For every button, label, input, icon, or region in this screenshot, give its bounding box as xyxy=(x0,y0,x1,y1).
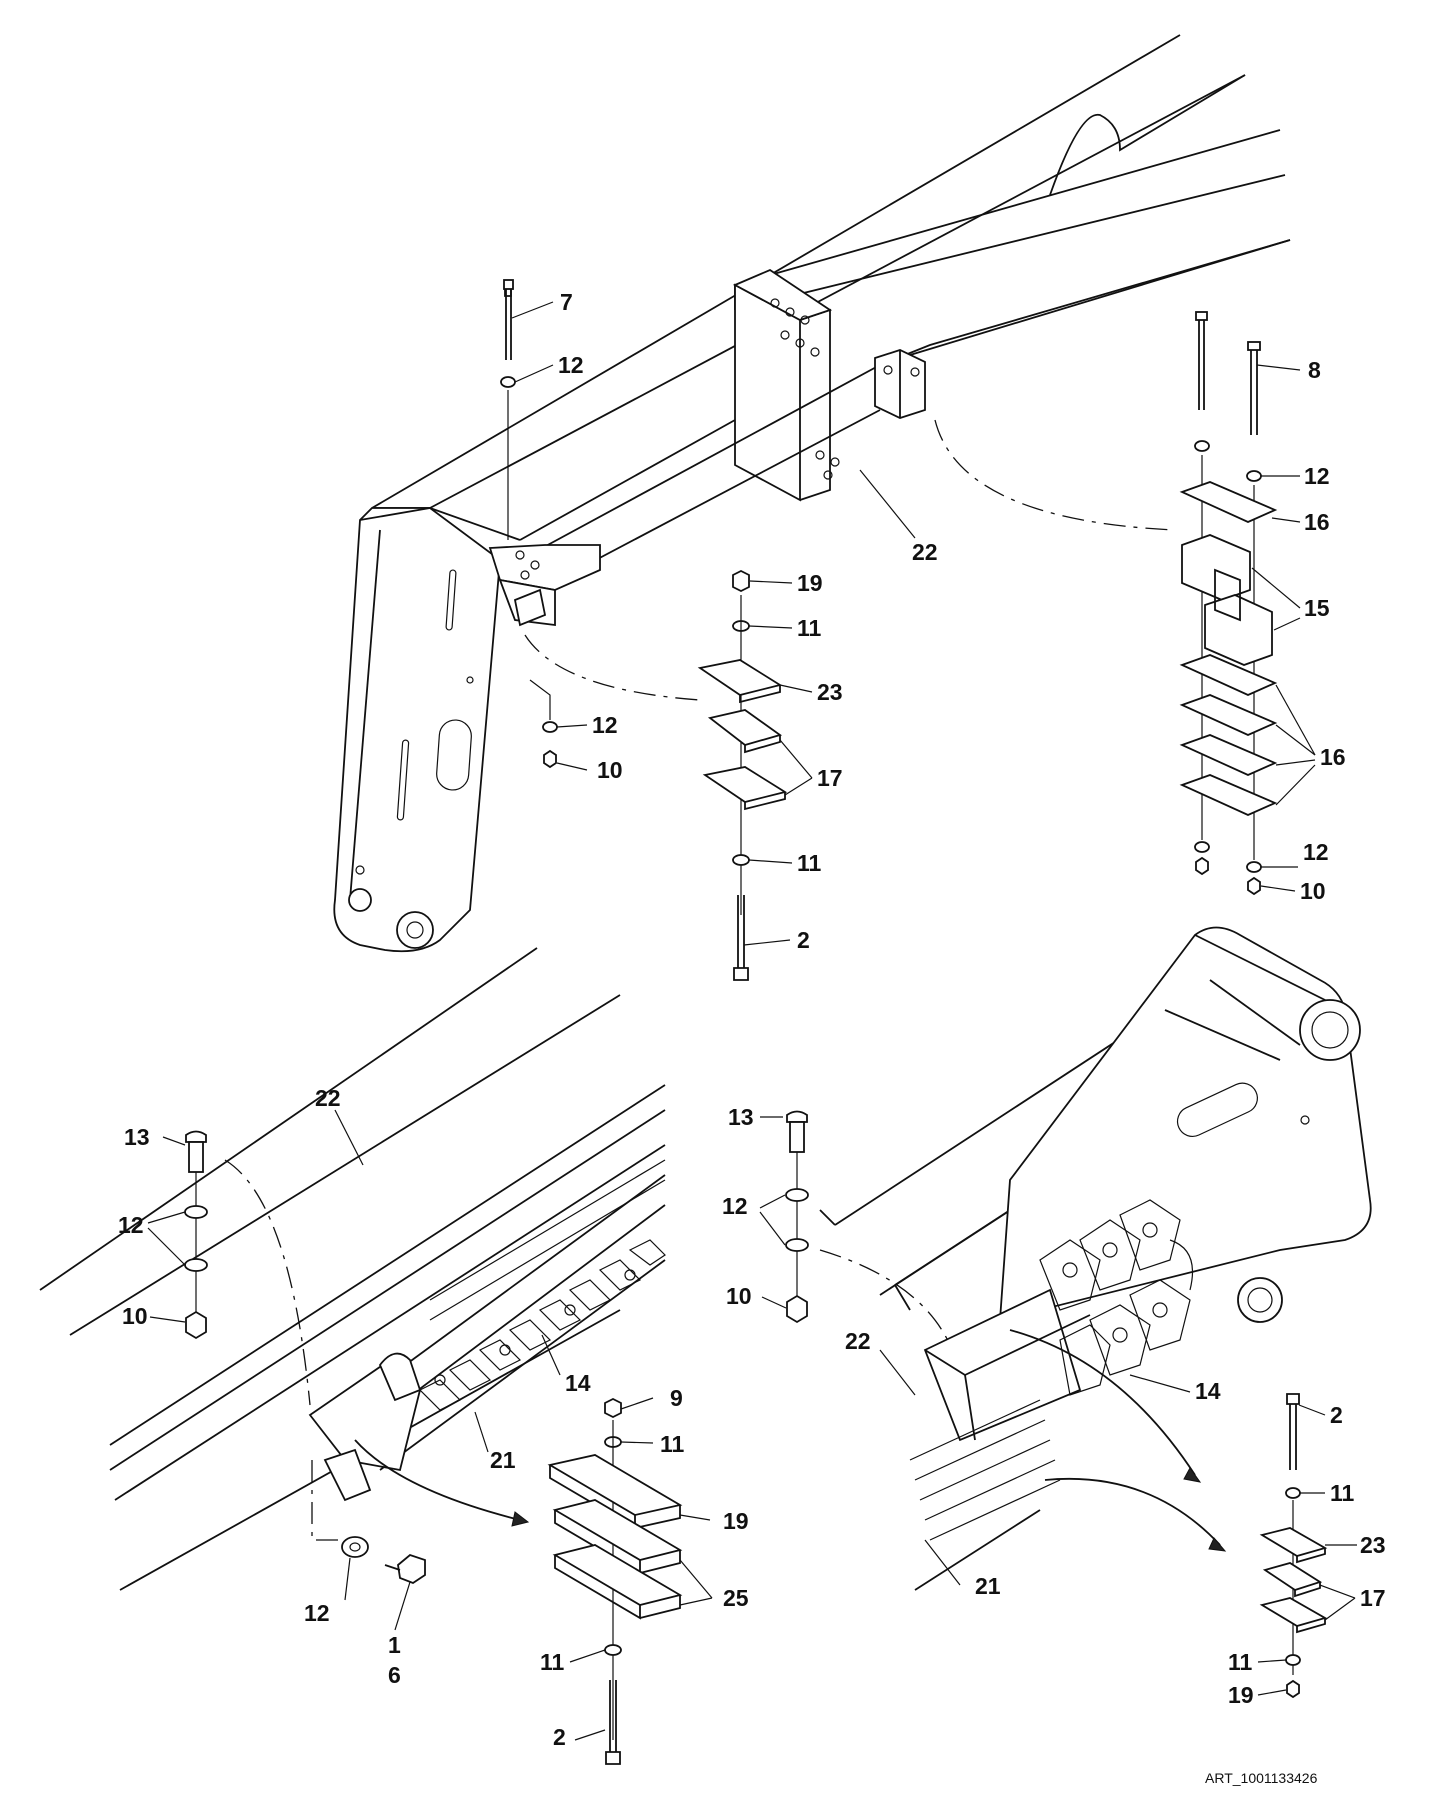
callout-washer-top-left-upper: 12 xyxy=(558,352,584,378)
leader-lines xyxy=(147,301,1357,1741)
callout-pad-bottom-left: 19 xyxy=(723,1508,749,1534)
callout-pad-bottom-right: 23 xyxy=(1360,1532,1386,1558)
cable-chain-links-left xyxy=(418,1159,666,1411)
callout-washers-bottom-left: 12 xyxy=(118,1212,144,1238)
callout-screw-bottom-left: 13 xyxy=(124,1124,150,1150)
callout-washer-top-left-lower: 12 xyxy=(592,712,618,738)
callout-bolt-bottom-right: 2 xyxy=(1330,1402,1343,1428)
callout-bolt-side-1: 1 xyxy=(388,1632,401,1658)
callout-washers-bottom-right: 12 xyxy=(722,1193,748,1219)
callout-tray-bottom-left: 21 xyxy=(490,1447,516,1473)
callout-nut-top-right: 10 xyxy=(1300,878,1326,904)
callout-washer-bottom-right-upper: 11 xyxy=(1330,1480,1355,1506)
callout-bolt-top-right: 8 xyxy=(1308,357,1321,383)
boom-assembly-bottom-right xyxy=(819,926,1372,1591)
callout-washer-top-center-upper: 11 xyxy=(797,615,822,641)
callout-nut-top-center: 19 xyxy=(797,570,823,596)
callout-nut-bottom-right: 10 xyxy=(726,1283,752,1309)
callout-washer-bottom-left-lower: 11 xyxy=(540,1649,565,1675)
callout-washer-side: 12 xyxy=(304,1600,330,1626)
hardware-top-right xyxy=(934,311,1278,896)
hardware-bottom-right-lower xyxy=(1259,1393,1328,1699)
callout-pads-bottom-left: 25 xyxy=(723,1585,749,1611)
callout-bolt-side-2: 6 xyxy=(388,1662,401,1688)
callout-pads-bottom-right: 17 xyxy=(1360,1585,1386,1611)
callout-washer-top-center-lower: 11 xyxy=(797,850,822,876)
callout-tray-bottom-right: 21 xyxy=(975,1573,1001,1599)
boom-assembly-bottom-left xyxy=(39,947,666,1591)
callout-bolt-top-center: 2 xyxy=(797,927,810,953)
hardware-top-center xyxy=(697,569,788,981)
callout-rail-bottom-right: 22 xyxy=(845,1328,871,1354)
callout-rail-top: 22 xyxy=(912,539,938,565)
hardware-top-left xyxy=(500,279,701,769)
callout-washer-top-right-lower: 12 xyxy=(1303,839,1329,865)
boom-assembly-top xyxy=(333,34,1291,953)
callout-washer-bottom-right-lower: 11 xyxy=(1228,1649,1253,1675)
callout-washer-bottom-left-upper: 11 xyxy=(660,1431,685,1457)
hardware-bottom-right-upper xyxy=(785,1110,809,1324)
callout-chain-bottom-right: 14 xyxy=(1195,1378,1221,1404)
callout-pads-top-center: 17 xyxy=(817,765,843,791)
callout-pad-top-center: 23 xyxy=(817,679,843,705)
callout-chain-bottom-left: 14 xyxy=(565,1370,591,1396)
hardware-bottom-left-lower xyxy=(341,1397,683,1765)
callout-nut-bottom-left: 10 xyxy=(122,1303,148,1329)
callout-clamp-blocks: 15 xyxy=(1304,595,1330,621)
hardware-bottom-left-upper xyxy=(184,1130,208,1340)
callout-washer-top-right-upper: 12 xyxy=(1304,463,1330,489)
callout-rail-bottom-left: 22 xyxy=(315,1085,341,1111)
callout-plates-lower: 16 xyxy=(1320,744,1346,770)
callout-nut-bottom-left-lower: 9 xyxy=(670,1385,683,1411)
callout-labels: 7 12 12 10 8 12 16 15 16 12 10 22 19 11 … xyxy=(118,289,1386,1750)
callout-nut-top-left: 10 xyxy=(597,757,623,783)
callout-nut-bottom-right-lower: 19 xyxy=(1228,1682,1254,1708)
callout-bolt-bottom-left: 2 xyxy=(553,1724,566,1750)
callout-bolt-top-left: 7 xyxy=(560,289,573,315)
callout-screw-bottom-right: 13 xyxy=(728,1104,754,1130)
cable-chain-links-right xyxy=(909,1199,1194,1541)
callout-plate-top-right: 16 xyxy=(1304,509,1330,535)
art-id-label: ART_1001133426 xyxy=(1205,1770,1318,1786)
